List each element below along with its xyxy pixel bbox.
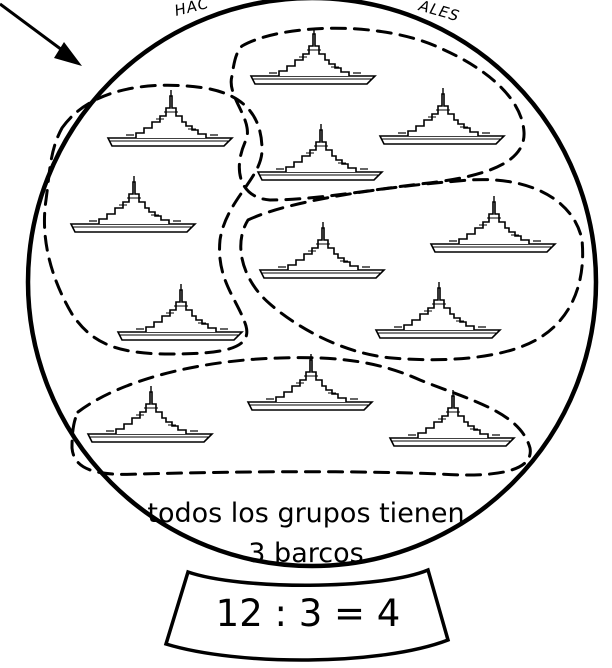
division-equation: 12 : 3 = 4 xyxy=(216,592,401,635)
group-outline-bottom xyxy=(70,356,532,477)
ship-9 xyxy=(375,281,501,339)
group-outline-middle-right xyxy=(239,178,585,362)
ship-2 xyxy=(70,175,196,233)
ship-1 xyxy=(107,89,233,147)
globe-outline xyxy=(25,0,599,569)
globe-base xyxy=(163,567,451,662)
ship-7 xyxy=(259,221,385,279)
pointer-arrow-icon xyxy=(0,2,82,66)
ship-3 xyxy=(117,283,243,341)
ship-8 xyxy=(430,195,556,253)
group-outline-top-left xyxy=(42,83,264,356)
caption-line-2: 3 barcos xyxy=(248,538,363,569)
ship-12 xyxy=(389,389,515,447)
caption-line-1: todos los grupos tienen xyxy=(147,498,464,529)
ship-5 xyxy=(379,87,505,145)
ship-6 xyxy=(257,123,383,181)
